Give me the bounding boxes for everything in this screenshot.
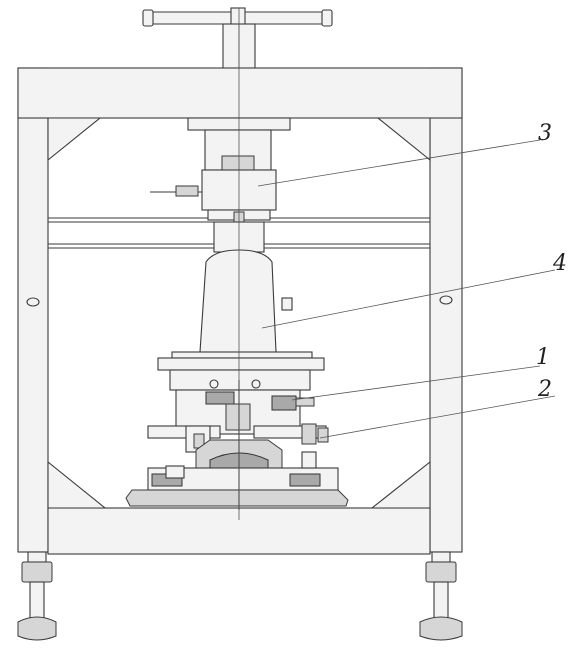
adapter-column [199, 221, 293, 353]
t-handle [142, 7, 333, 29]
callout-label-2: 2 [537, 377, 552, 402]
callout-label-3: 3 [538, 121, 552, 146]
corner-gussets-bottom [47, 460, 431, 509]
bolt-hole-icon [439, 295, 453, 305]
leveling-foot-right [419, 551, 463, 641]
frame-right-column [429, 67, 463, 553]
bolt-hole-icon [26, 297, 40, 307]
platform-plate [157, 351, 325, 371]
frame-top-beam [17, 67, 463, 119]
leveling-foot-left [17, 551, 57, 641]
load-cell [150, 169, 277, 223]
frame-left-column [17, 67, 49, 553]
leader-lines [257, 139, 556, 439]
test-fixture [125, 369, 349, 510]
upper-mount [187, 117, 291, 171]
callout-label-1: 1 [536, 345, 550, 370]
callout-label-4: 4 [552, 251, 567, 276]
corner-gussets-top [47, 117, 431, 162]
